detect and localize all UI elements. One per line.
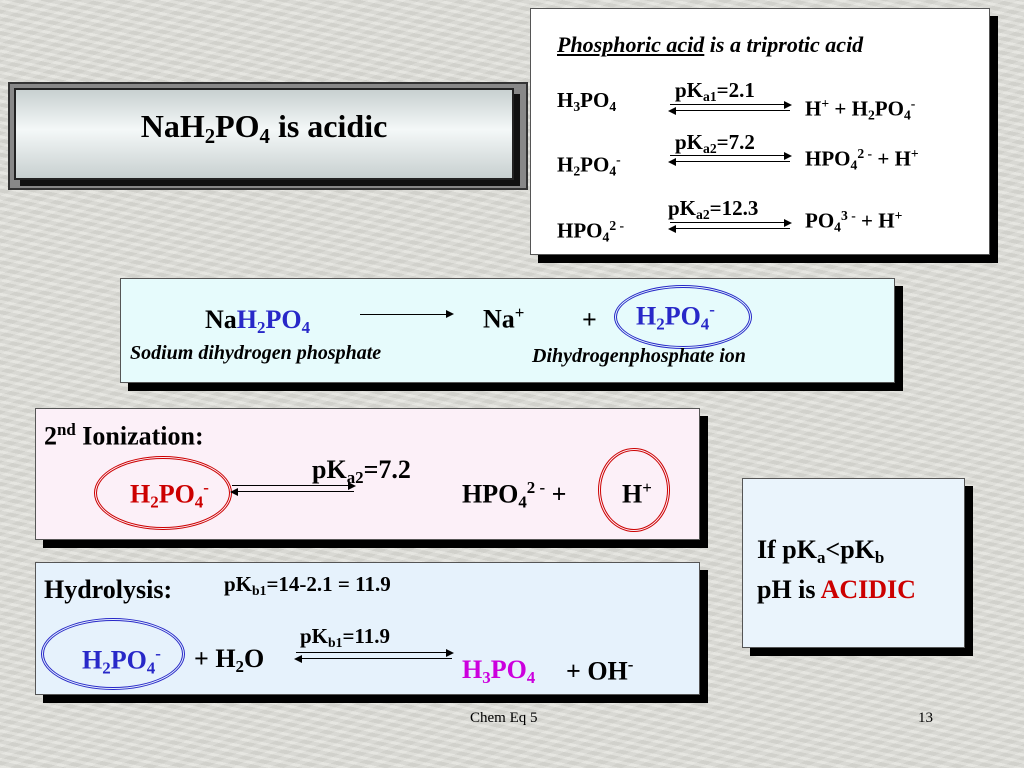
dissociation-product2: H2PO4- bbox=[636, 300, 715, 334]
equilibrium-arrow bbox=[230, 482, 356, 496]
dihydrogenphosphate: H2PO4 bbox=[236, 305, 311, 338]
proton-circle bbox=[598, 448, 670, 532]
hydrolysis-product1: H3PO4 bbox=[462, 655, 536, 688]
rule-box bbox=[742, 478, 965, 648]
equilibrium-arrow bbox=[294, 649, 454, 663]
product-name: Dihydrogenphosphate ion bbox=[532, 345, 746, 367]
acidic-label: ACIDIC bbox=[820, 575, 916, 604]
hydrolysis-calc: pKb1=14-2.1 = 11.9 bbox=[224, 572, 391, 599]
dissociation-reactant: NaH2PO4 bbox=[205, 305, 310, 338]
row3-right: PO43 - + H+ bbox=[805, 208, 903, 235]
heading-underlined: Phosphoric acid bbox=[557, 32, 705, 57]
title-box bbox=[14, 88, 514, 180]
dissociation-box bbox=[120, 278, 895, 383]
row3-left: HPO42 - bbox=[557, 218, 625, 245]
dissociation-product1: Na+ bbox=[483, 303, 525, 334]
equilibrium-arrow bbox=[668, 219, 792, 233]
hydrolysis-heading: Hydrolysis: bbox=[44, 575, 173, 604]
hydrolysis-product2: + OH- bbox=[566, 655, 634, 686]
reactant-circle bbox=[41, 618, 185, 690]
row2-k: pKa2=7.2 bbox=[675, 130, 755, 157]
highlight-circle bbox=[614, 285, 752, 349]
equilibrium-arrow bbox=[668, 101, 792, 115]
ionization-product2: H+ bbox=[622, 478, 652, 509]
row2-left: H2PO4- bbox=[557, 152, 621, 179]
ionization-reactant: H2PO4- bbox=[130, 478, 209, 512]
sodium: Na bbox=[205, 305, 237, 334]
footer-title: Chem Eq 5 bbox=[470, 710, 538, 726]
row2-right: HPO42 - + H+ bbox=[805, 146, 919, 173]
hydrolysis-reactant: H2PO4- bbox=[82, 644, 161, 678]
row3-k: pKa2=12.3 bbox=[668, 196, 759, 223]
triprotic-box bbox=[530, 8, 990, 255]
slide-number: 13 bbox=[918, 710, 933, 726]
equilibrium-arrow bbox=[668, 152, 792, 166]
heading-rest: is a triprotic acid bbox=[704, 32, 864, 57]
page-title: NaH2PO4 is acidic bbox=[140, 108, 388, 149]
reaction-arrow bbox=[360, 310, 454, 318]
row1-left: H3PO4 bbox=[557, 88, 617, 115]
dissociation-plus: + bbox=[582, 305, 597, 334]
row1-k: pKa1=2.1 bbox=[675, 78, 755, 105]
hydrolysis-k: pKb1=11.9 bbox=[300, 624, 390, 651]
triprotic-heading: Phosphoric acid is a triprotic acid bbox=[557, 32, 863, 58]
rule-line1: If pKa<pKb bbox=[757, 535, 885, 568]
row1-right: H+ + H2PO4- bbox=[805, 96, 916, 123]
reactant-name: Sodium dihydrogen phosphate bbox=[130, 342, 382, 364]
ionization-k: pKa2=7.2 bbox=[312, 455, 411, 488]
rule-line2: pH is ACIDIC bbox=[757, 575, 916, 605]
hydrolysis-water: + H2O bbox=[194, 644, 265, 677]
rule-prefix: pH is bbox=[757, 575, 816, 604]
ionization-product1: HPO42 - + bbox=[462, 478, 567, 512]
ionization-heading: 2nd Ionization: bbox=[44, 420, 204, 451]
